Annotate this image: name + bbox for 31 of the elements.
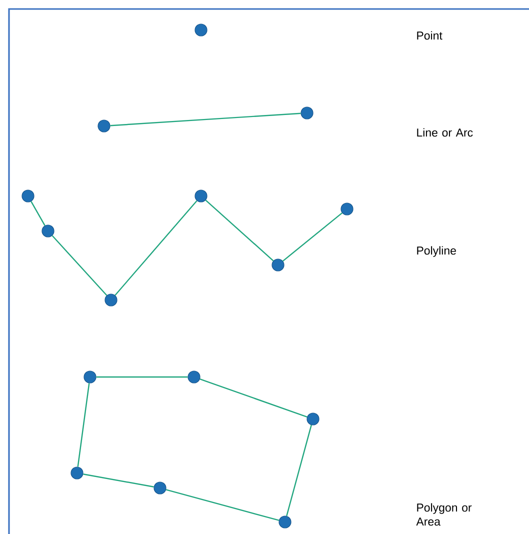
geometry-label: Line or Arc — [417, 128, 473, 137]
line-segment — [286, 424, 312, 516]
line-segment — [110, 112, 301, 126]
point-dot — [104, 294, 118, 306]
line-segment — [166, 489, 280, 521]
line-segment — [200, 378, 308, 418]
line-segment — [83, 474, 154, 488]
line-segment — [282, 212, 342, 262]
geometry-label: Polygon or Area — [416, 503, 472, 526]
point-dot — [22, 190, 34, 202]
geometry-label: Point — [417, 31, 442, 40]
point-dot — [194, 190, 208, 202]
point-dot — [70, 466, 84, 480]
line-segment — [77, 383, 90, 467]
point-dot — [194, 24, 208, 36]
point-dot — [84, 370, 96, 384]
point-dot — [340, 202, 354, 216]
line-segment — [205, 200, 274, 262]
geometry-label: Polyline — [417, 246, 456, 257]
line-segment — [114, 200, 198, 296]
point-dot — [278, 516, 292, 528]
point-dot — [300, 106, 314, 120]
point-dot — [42, 224, 54, 238]
point-dot — [154, 482, 166, 494]
point-dot — [98, 120, 110, 132]
point-dot — [306, 412, 320, 426]
point-dot — [188, 370, 200, 384]
line-segment — [30, 201, 46, 226]
line-segment — [96, 376, 188, 378]
line-segment — [52, 235, 108, 296]
point-dot — [272, 258, 284, 272]
